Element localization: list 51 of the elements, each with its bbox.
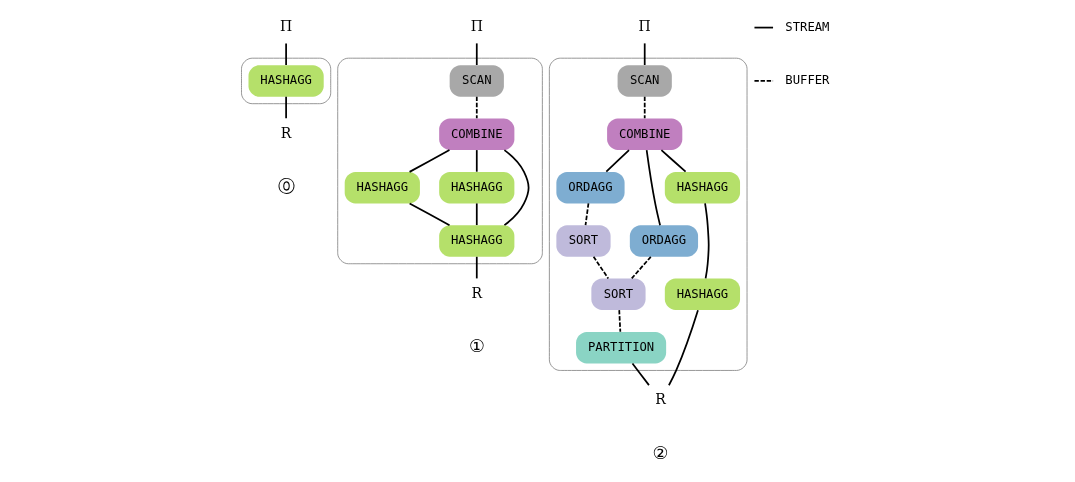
node-box: COMBINE [606, 118, 682, 151]
node-text: R [280, 124, 291, 141]
node-box: HASHAGG [664, 171, 740, 204]
connector [284, 42, 287, 66]
node-box: HASHAGG [438, 225, 514, 257]
node-text: R [654, 391, 666, 408]
connector [284, 95, 287, 120]
connector [645, 149, 661, 227]
connector [408, 202, 450, 227]
label: ② [652, 442, 668, 463]
connector [475, 202, 478, 226]
connector [503, 149, 529, 227]
cluster [240, 57, 331, 105]
connector [584, 202, 589, 226]
connector [408, 149, 450, 173]
label: ⓪ [277, 176, 295, 197]
node-box: PARTITION [575, 331, 666, 364]
cluster [548, 57, 747, 371]
connector [475, 149, 478, 173]
node-text: Π [279, 17, 292, 34]
node-text: R [471, 284, 482, 301]
connector [630, 255, 652, 280]
connector [643, 95, 646, 120]
connector [643, 42, 646, 66]
node-box: COMBINE [438, 118, 514, 151]
node-box: HASHAGG [664, 278, 740, 311]
cluster [336, 57, 543, 265]
connector [667, 309, 699, 387]
connector [592, 255, 609, 280]
connector [604, 149, 630, 173]
connector [703, 202, 710, 280]
node-box: HASHAGG [438, 171, 514, 204]
connector [475, 42, 478, 66]
legend-label: BUFFER [784, 73, 829, 88]
connector [617, 309, 621, 333]
label: ① [468, 336, 485, 357]
node-text: Π [470, 17, 483, 34]
connector [660, 149, 686, 173]
connector [475, 95, 478, 120]
legend-label: STREAM [784, 19, 829, 34]
node-box: SCAN [617, 65, 672, 97]
node-box: SORT [555, 225, 611, 257]
connector [631, 362, 650, 386]
connector [475, 255, 478, 280]
node-box: HASHAGG [248, 65, 324, 97]
node-text: Π [638, 17, 651, 34]
node-box: SORT [590, 278, 646, 311]
node-box: HASHAGG [344, 171, 420, 204]
node-box: SCAN [449, 65, 504, 97]
node-box: ORDAGG [629, 225, 698, 257]
node-box: ORDAGG [555, 171, 625, 204]
